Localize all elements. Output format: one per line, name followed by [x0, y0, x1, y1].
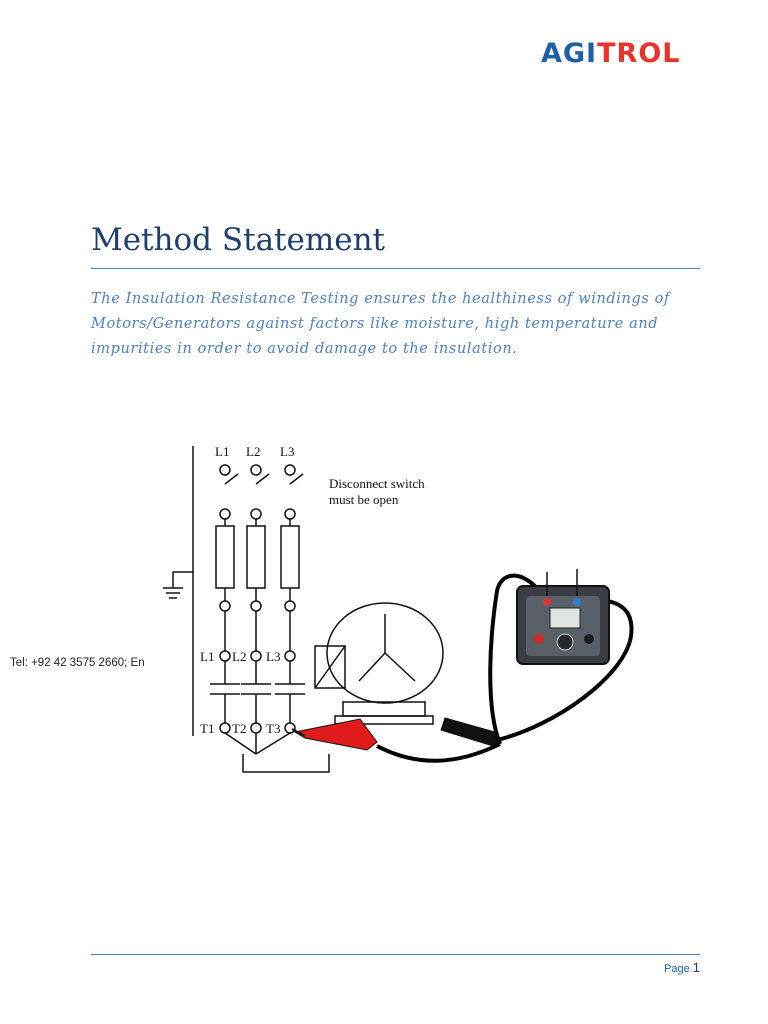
supply-label-l1: L1 — [215, 444, 229, 459]
insulation-tester-device — [516, 569, 610, 665]
terminal-label-t1: T1 — [200, 721, 214, 736]
motor-symbol — [314, 602, 444, 725]
disconnect-note-line1: Disconnect switch — [329, 476, 425, 491]
supply-label-l3: L3 — [280, 444, 294, 459]
page-number: Page 1 — [664, 960, 700, 975]
contactor-label-l3: L3 — [266, 649, 280, 664]
logo-part-trol: TROL — [597, 38, 681, 69]
red-test-clip — [291, 718, 378, 751]
insulation-test-diagram: L1 L2 L3 L1 L2 L3 T1 T2 T3 Disconnect sw… — [163, 444, 634, 773]
ground-symbol — [163, 587, 183, 599]
phase-circuits — [210, 464, 330, 773]
page-label: Page — [664, 963, 690, 975]
title-divider — [91, 268, 700, 269]
ground-bus — [172, 446, 194, 736]
contactor-label-l1: L1 — [200, 649, 214, 664]
company-logo: AGITROL — [541, 40, 680, 67]
test-leads — [376, 573, 634, 763]
logo-part-agi: AGI — [541, 38, 598, 69]
contact-telephone: Tel: +92 42 3575 2660; En — [10, 657, 145, 669]
terminal-label-t3: T3 — [266, 721, 280, 736]
terminal-label-t2: T2 — [232, 721, 246, 736]
disconnect-note-line2: must be open — [329, 492, 399, 507]
supply-label-l2: L2 — [246, 444, 260, 459]
footer-divider — [91, 954, 700, 955]
page-number-value: 1 — [692, 960, 700, 975]
contactor-label-l2: L2 — [232, 649, 246, 664]
document-subtitle: The Insulation Resistance Testing ensure… — [91, 291, 670, 357]
document-title: Method Statement — [91, 222, 386, 258]
